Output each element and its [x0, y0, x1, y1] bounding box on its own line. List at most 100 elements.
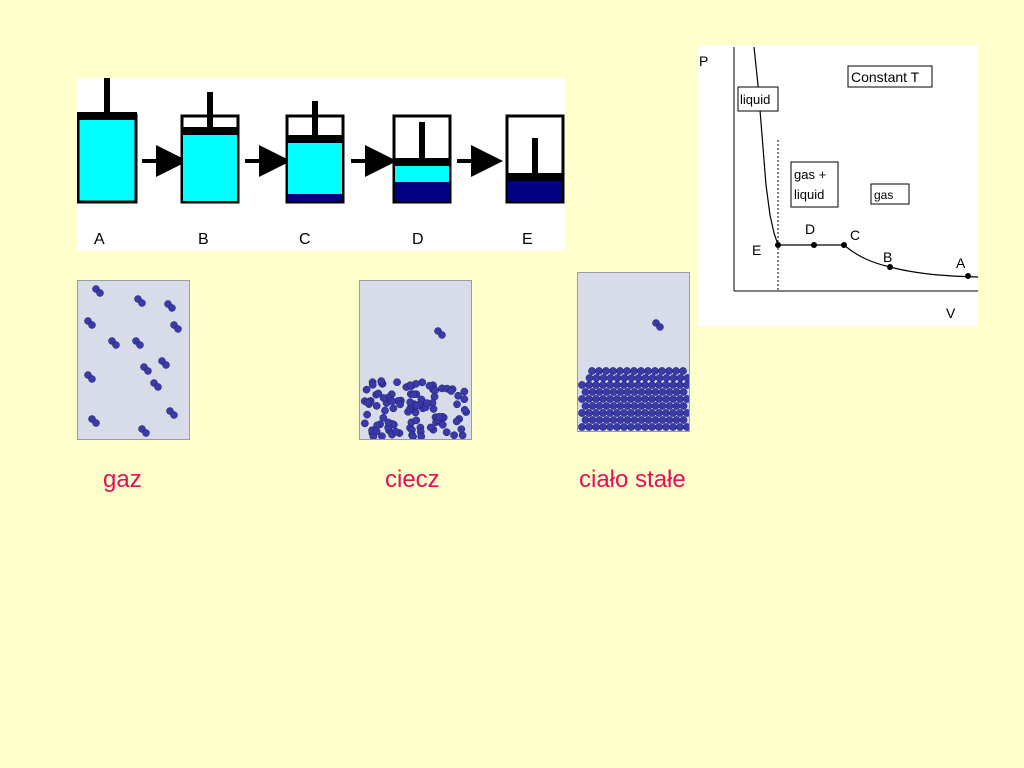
gas-molecules-box: [77, 280, 190, 440]
molecule: [418, 378, 427, 387]
molecule: [144, 367, 152, 375]
molecule: [656, 323, 664, 331]
molecule: [381, 406, 389, 415]
molecule: [438, 331, 446, 339]
molecule: [361, 419, 369, 428]
molecule: [388, 397, 396, 405]
molecule: [679, 367, 687, 375]
molecule: [669, 409, 677, 417]
molecule: [637, 388, 646, 396]
molecule: [393, 378, 401, 387]
molecule: [599, 381, 607, 389]
piston-label-b: B: [198, 231, 209, 248]
molecule: [669, 423, 677, 431]
molecule: [676, 374, 685, 382]
molecule: [641, 374, 650, 382]
molecule: [623, 367, 631, 375]
molecule: [581, 416, 590, 424]
molecule: [644, 402, 653, 410]
isotherm-curve: [753, 46, 979, 278]
molecule: [379, 394, 388, 402]
piston-label-c: C: [299, 231, 311, 248]
molecule: [585, 374, 594, 382]
molecule: [655, 374, 664, 382]
molecule: [648, 381, 656, 389]
molecule: [363, 398, 372, 407]
molecule: [409, 390, 418, 399]
piston-sequence-diagram: A B C D E: [76, 78, 565, 248]
molecule: [138, 299, 146, 307]
molecule: [672, 367, 680, 375]
molecule: [392, 427, 400, 436]
molecule: [599, 423, 607, 431]
molecule: [623, 416, 632, 424]
molecule: [620, 395, 628, 403]
molecule: [435, 412, 444, 421]
solid-molecules-box: [577, 272, 690, 432]
molecule: [630, 402, 639, 410]
piston-label-e: E: [522, 231, 533, 248]
molecule: [651, 402, 660, 410]
molecule: [637, 367, 645, 375]
molecule: [609, 416, 618, 424]
molecule: [648, 409, 656, 417]
point-a: [965, 273, 971, 279]
liquid-region-box: [737, 86, 779, 112]
molecule: [669, 395, 677, 403]
molecule: [616, 388, 625, 396]
pv-isotherm-diagram: P V E D C B A Constant T liquid gas + li…: [699, 46, 979, 321]
molecule: [606, 374, 615, 382]
molecule: [412, 416, 421, 425]
molecule: [602, 416, 611, 424]
molecule: [637, 416, 646, 424]
molecule: [379, 413, 388, 422]
piston-sequence-panel: A B C D E: [76, 78, 565, 251]
molecule: [672, 416, 681, 424]
gas-liquid-region-label-1: gas +: [794, 167, 826, 182]
molecule: [92, 419, 100, 427]
molecule: [412, 402, 421, 410]
molecule: [585, 423, 593, 431]
molecule: [170, 411, 178, 419]
molecule: [683, 395, 689, 403]
molecule: [662, 374, 671, 382]
molecule: [609, 388, 618, 396]
molecule: [168, 304, 176, 312]
molecule: [460, 387, 469, 396]
molecule: [662, 409, 670, 417]
molecule: [452, 417, 461, 426]
molecule: [417, 432, 426, 439]
molecule: [641, 423, 649, 431]
molecule: [588, 367, 596, 375]
molecule: [627, 409, 635, 417]
molecule: [630, 388, 639, 396]
molecule: [616, 416, 625, 424]
liquid-molecules-illustration: [360, 327, 470, 439]
molecule: [662, 381, 670, 389]
molecule: [679, 388, 688, 396]
molecule: [599, 374, 608, 382]
molecule: [683, 381, 689, 389]
axis-label-p: P: [699, 53, 708, 69]
molecule: [592, 381, 600, 389]
molecule: [665, 416, 674, 424]
molecule: [602, 402, 611, 410]
molecule: [602, 388, 611, 396]
molecule: [634, 381, 642, 389]
point-e: [775, 242, 781, 248]
molecule: [613, 409, 621, 417]
molecule: [665, 402, 674, 410]
gas-region-label: gas: [874, 188, 893, 202]
molecule: [588, 416, 597, 424]
state-label-gas: gaz: [103, 466, 142, 493]
molecule: [595, 416, 604, 424]
molecule: [368, 380, 377, 389]
molecule: [662, 395, 670, 403]
molecule: [620, 423, 628, 431]
molecule: [431, 386, 439, 395]
molecule: [613, 374, 622, 382]
molecule: [683, 423, 689, 431]
molecule: [634, 409, 642, 417]
molecule: [620, 374, 629, 382]
molecule: [637, 402, 646, 410]
